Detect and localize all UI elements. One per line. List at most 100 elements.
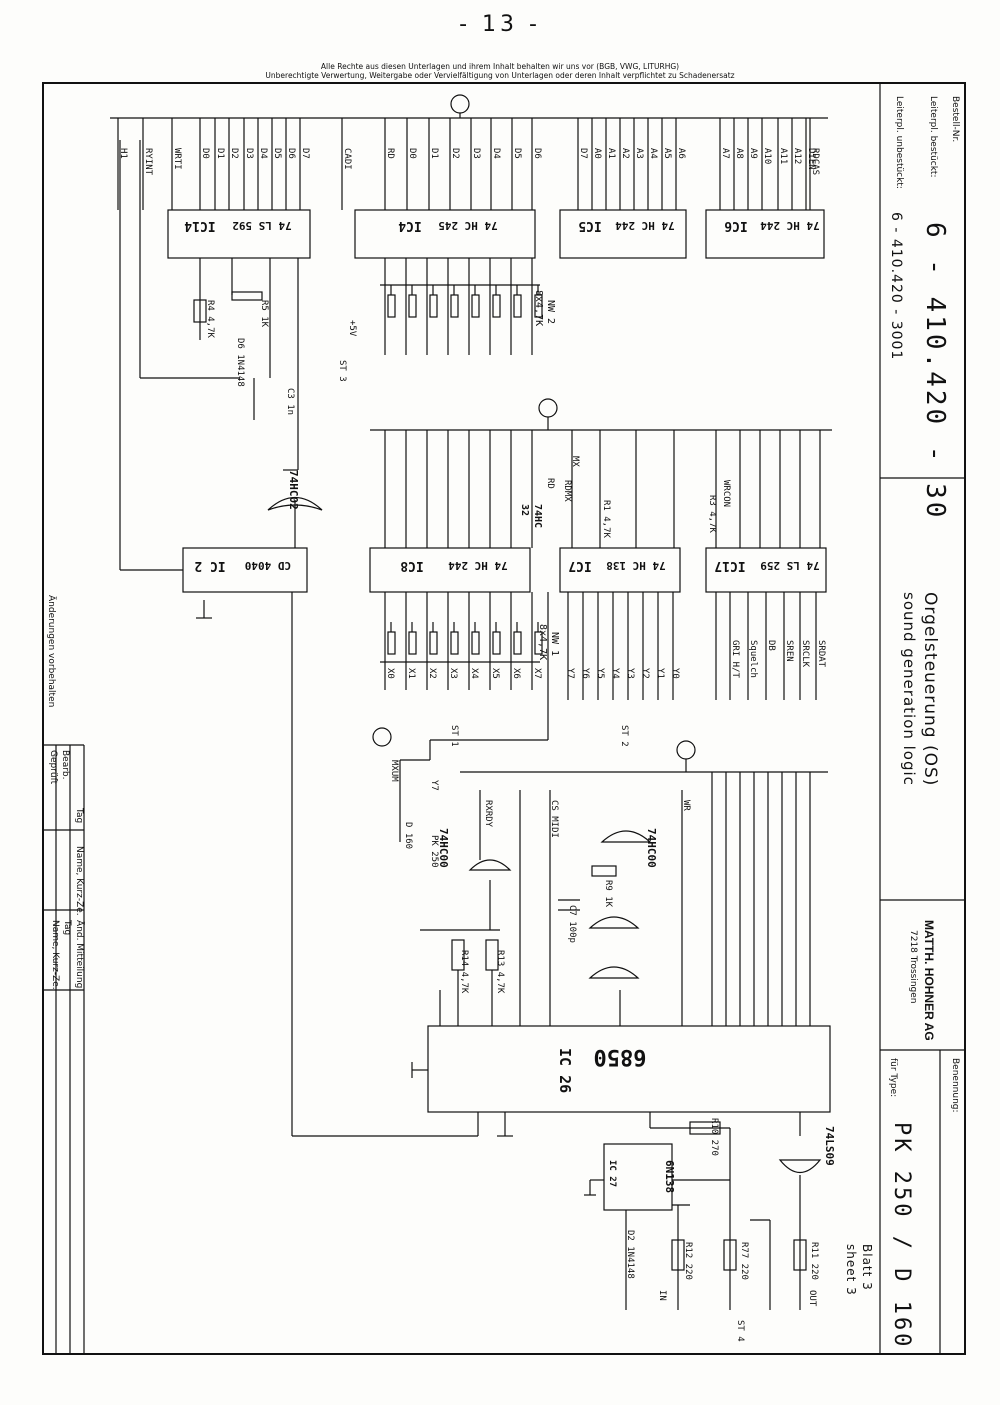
ic7-output-6: Y6	[580, 668, 590, 679]
bus-label-3: D0	[200, 148, 210, 159]
connector-label-1: ST 1	[449, 725, 459, 747]
nw1-ref: NW 1	[549, 632, 560, 656]
bus-label-31: A10	[762, 148, 772, 164]
ic7-output-1: Y1	[655, 668, 665, 679]
leiterpl-bestueckt-value: 6 - 410.420 - 30	[920, 222, 950, 521]
misc-label-0: +5V	[347, 320, 357, 337]
ic17-type: 74 LS 259	[760, 559, 820, 572]
nw2-ref: NW 2	[545, 300, 556, 324]
resistor-label-8: R12 220	[683, 1242, 693, 1280]
connector-label-2: ST 2	[619, 725, 629, 747]
bus-label-22: A1	[606, 148, 616, 159]
ic7-output-4: Y4	[610, 668, 620, 679]
ic11-type: 74HC00	[437, 828, 450, 868]
resistor-label-0: R4 4,7K	[205, 300, 215, 339]
bus-label-35: RDCAS	[810, 148, 820, 175]
misc-label-5: RXRDY	[483, 800, 493, 828]
bearb-label: Bearb.	[60, 750, 70, 780]
resistor-label-3: R1 4,7K	[601, 500, 611, 539]
ic17-output-5: GRI H/T	[730, 640, 740, 679]
bus-label-15: D2	[450, 148, 460, 159]
bus-label-23: A2	[620, 148, 630, 159]
misc-label-4: D 160	[403, 822, 413, 849]
ic8-input-1: X1	[406, 668, 416, 679]
ic17-output-3: DB	[766, 640, 776, 651]
title-en: sound generation logic	[900, 592, 918, 786]
fuer-type-label: für Type:	[888, 1058, 898, 1098]
misc-label-7: WR	[681, 800, 691, 811]
ic17-output-4: Squelch	[748, 640, 758, 678]
bus-label-29: A8	[734, 148, 744, 159]
ic7-output-3: Y3	[625, 668, 635, 679]
copyright-line-1: Alle Rechte aus diesen Unterlagen und ih…	[320, 62, 680, 71]
bus-label-16: D3	[471, 148, 481, 159]
blatt-label: Blatt 3	[860, 1244, 874, 1291]
leiterpl-unbestueckt-value: 6 - 410.420 - 3001	[888, 212, 904, 361]
ic28-type: 74LS09	[823, 1126, 836, 1166]
ic5-type: 74 HC 244	[615, 219, 675, 232]
bus-label-30: A9	[748, 148, 758, 159]
ic17-ref: IC17	[714, 558, 745, 573]
ic7-ref: IC7	[568, 558, 591, 573]
connector-label-3: ST 4	[735, 1320, 745, 1342]
bus-label-12: RD	[385, 148, 395, 159]
nw2-value: 8x4,7K	[533, 290, 544, 326]
ic4-type: 74 HC 245	[438, 219, 498, 232]
ic16-type: 74HC00	[645, 828, 658, 868]
nw1-value: 8x4,7K	[537, 624, 548, 660]
ic7-output-0: Y0	[670, 668, 680, 679]
ic8-input-3: X3	[448, 668, 458, 679]
ic17-output-0: SRDAT	[816, 640, 826, 668]
bus-label-17: D4	[491, 148, 501, 159]
ic8-input-2: X2	[427, 668, 437, 679]
resistor-label-1: R5 1K	[259, 300, 269, 328]
bus-label-7: D4	[258, 148, 268, 159]
misc-label-10: WRCON	[721, 480, 731, 507]
ic8-input-4: X4	[469, 668, 479, 679]
sheet-label: sheet 3	[844, 1244, 858, 1296]
misc-label-8: IN	[657, 1290, 667, 1301]
copyright-notice: Alle Rechte aus diesen Unterlagen und ih…	[0, 62, 1000, 80]
resistor-label-5: R13 4,7K	[495, 950, 505, 994]
bus-label-26: A5	[662, 148, 672, 159]
ic6-type: 74 HC 244	[760, 219, 820, 232]
ic32-type: 74HC	[532, 504, 543, 528]
bestell-label: Bestell-Nr.	[950, 96, 960, 143]
bus-label-8: D5	[272, 148, 282, 159]
leiterpl-unbestueckt-label: Leiterpl. unbestückt:	[894, 96, 904, 189]
misc-label-6: CS MIDI	[549, 800, 559, 838]
misc-label-2: Y7	[429, 780, 439, 791]
ic5-ref: IC5	[578, 218, 601, 233]
bus-label-4: D1	[215, 148, 225, 159]
ic6-ref: IC6	[724, 218, 748, 233]
bus-label-9: D6	[286, 148, 296, 159]
bus-label-21: A0	[592, 148, 602, 159]
tag-label: Tag	[74, 808, 84, 824]
bus-label-13: D0	[407, 148, 417, 159]
ic4-ref: IC4	[398, 218, 422, 233]
bus-label-11: CADI	[342, 148, 352, 170]
ic7-output-2: Y2	[640, 668, 650, 679]
title-de: Orgelsteuerung (OS)	[920, 592, 940, 787]
company-name: MATTH. HOHNER AG	[922, 920, 936, 1041]
ic7-output-5: Y5	[595, 668, 605, 679]
cap-label-0: C3 1n	[285, 388, 295, 415]
bus-label-1: RYINT	[143, 148, 153, 176]
aenderungen-note: Änderungen vorbehalten	[46, 595, 56, 708]
drawing-frame	[42, 82, 966, 1355]
aend-mitteilung-label: Änd. Mitteilung	[74, 920, 84, 989]
ic27-type: 6N138	[663, 1160, 676, 1193]
ic2-ref: IC 2	[194, 558, 225, 573]
diode-label-1: D2 1N4148	[625, 1230, 635, 1279]
ic15-type: 74HC02	[287, 470, 300, 510]
ic8-input-5: X5	[490, 668, 500, 679]
name-kurz-label: Name, Kurz-Ze.	[74, 846, 84, 916]
resistor-label-10: R11 220	[809, 1242, 819, 1280]
resistor-label-7: R10 270	[709, 1118, 719, 1156]
ic32-ref: 32	[519, 504, 530, 516]
bus-label-24: A3	[634, 148, 644, 159]
bus-label-33: A12	[792, 148, 802, 164]
ic26-ref: IC 26	[556, 1048, 574, 1093]
misc-label-13: MX	[570, 456, 580, 467]
